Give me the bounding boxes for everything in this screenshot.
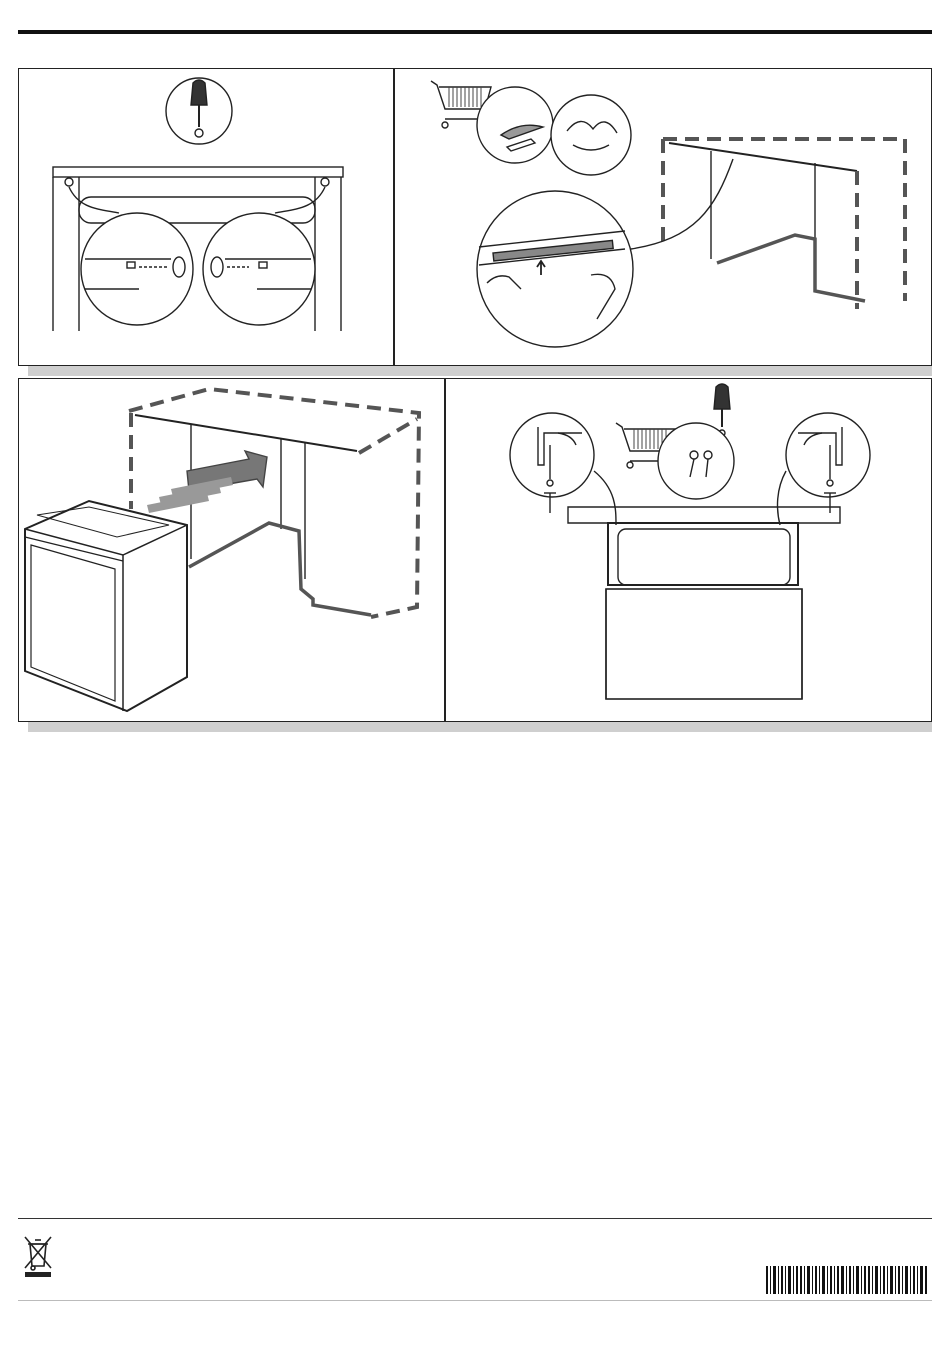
panel-shadow: [28, 722, 932, 732]
weee-crossed-bin-icon: [22, 1234, 54, 1278]
footer-rule: [18, 1218, 932, 1219]
header-rule: [18, 30, 932, 34]
step-4-illustration: [446, 379, 932, 722]
step-2-illustration: [395, 69, 932, 366]
step-3-illustration: [19, 379, 445, 722]
panel-shadow: [28, 366, 932, 376]
step-1-illustration: [19, 69, 394, 366]
step-1-panel: [18, 68, 394, 366]
barcode: [766, 1266, 928, 1294]
page-bottom-rule: [18, 1300, 932, 1301]
step-3-panel: [18, 378, 445, 722]
step-2-panel: [394, 68, 932, 366]
step-4-panel: [445, 378, 932, 722]
